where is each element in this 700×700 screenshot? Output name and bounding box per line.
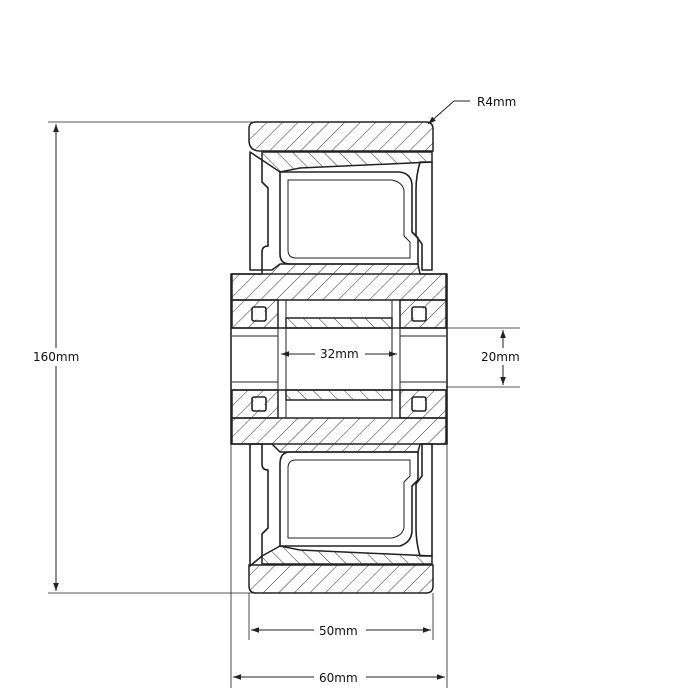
tread-width-label: 50mm [319, 624, 358, 638]
top-hub-slope [231, 263, 447, 301]
outer-diameter-label: 160mm [33, 350, 79, 364]
top-rim-band [261, 151, 433, 173]
bore-width-label: 32mm [320, 347, 359, 361]
top-cavity-inner [287, 179, 411, 259]
top-web-right [415, 161, 433, 271]
bottom-cavity-inner [287, 459, 411, 539]
bottom-cavity [279, 451, 419, 547]
left-top-bearing-seal [251, 306, 267, 322]
bore-sleeve-top [285, 317, 393, 329]
left-bottom-bearing-seal [251, 396, 267, 412]
radius-leader [427, 100, 470, 125]
radius-label: R4mm [477, 95, 516, 109]
bore-diameter-label: 20mm [481, 350, 520, 364]
bottom-tread [248, 564, 434, 594]
right-top-bearing-seal [411, 306, 427, 322]
bottom-rim-band [261, 545, 433, 565]
bore-sleeve-bottom [285, 389, 393, 401]
top-web-left [249, 151, 269, 271]
bottom-hub-slope [231, 417, 447, 453]
bottom-web-left [249, 443, 269, 567]
hub-width-label: 60mm [319, 671, 358, 685]
top-tread [248, 121, 434, 152]
top-cavity [279, 171, 419, 265]
right-bottom-bearing-seal [411, 396, 427, 412]
